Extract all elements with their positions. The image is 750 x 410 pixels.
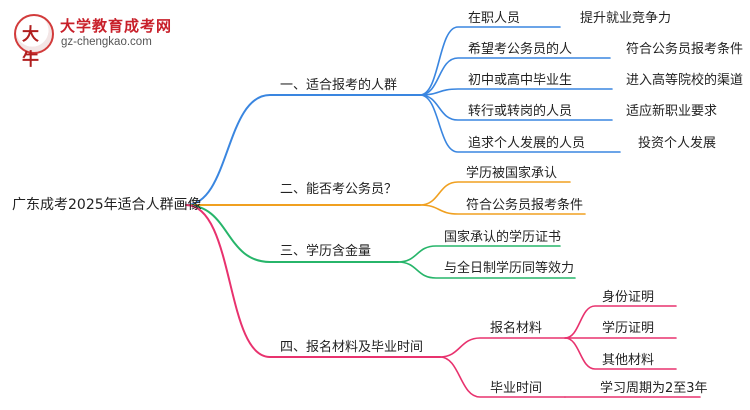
- branch-4-connector: [185, 204, 441, 358]
- branch-1-node-3: 初中或高中毕业生: [468, 73, 573, 88]
- branch-3-child-connector: [397, 261, 576, 279]
- branch-1-connector: [185, 94, 421, 206]
- branch-1-node-1: 在职人员: [468, 11, 521, 26]
- branch-1-node-4-detail: 适应新职业要求: [626, 104, 718, 119]
- branch-2-label: 二、能否考公务员？: [280, 182, 398, 197]
- branch-1-node-2: 希望考公务员的人: [468, 42, 573, 57]
- site-logo[interactable]: 大牛 大学教育成考网 gz-chengkao.com: [8, 12, 198, 70]
- branch-1-child-connector: [419, 94, 613, 121]
- branch-1-node-5-detail: 投资个人发展: [638, 136, 717, 151]
- branch-4-leaf-connector: [564, 305, 677, 339]
- branch-3-connector: [185, 204, 399, 263]
- branch-3-label: 三、学历含金量: [280, 244, 372, 259]
- branch-2-child-connector: [419, 181, 571, 206]
- branch-4-node-1-leaf-1: 身份证明: [602, 290, 655, 305]
- branch-3-node-2: 与全日制学历同等效力: [444, 261, 575, 276]
- branch-2-node-1: 学历被国家承认: [466, 166, 558, 181]
- branch-1-node-3-detail: 进入高等院校的渠道: [626, 73, 744, 88]
- branch-1-node-4: 转行或转岗的人员: [468, 104, 573, 119]
- mindmap-root-node: 广东成考2025年适合人群画像: [12, 197, 202, 213]
- branch-1-label: 一、适合报考的人群: [280, 78, 398, 93]
- branch-3-child-connector: [397, 245, 561, 263]
- branch-1-node-2-detail: 符合公务员报考条件: [626, 42, 744, 57]
- branch-4-node-2-leaf-1: 学习周期为2至3年: [600, 381, 708, 396]
- branch-2-child-connector: [419, 204, 586, 215]
- branch-3-node-1: 国家承认的学历证书: [444, 230, 562, 245]
- branch-2-node-2: 符合公务员报考条件: [466, 198, 584, 213]
- logo-mark-text: 大牛: [22, 25, 39, 70]
- branch-4-node-1: 报名材料: [490, 321, 543, 336]
- branch-4-node-1-leaf-3: 其他材料: [602, 353, 655, 368]
- branch-4-node-1-leaf-2: 学历证明: [602, 321, 655, 336]
- logo-url: gz-chengkao.com: [61, 36, 152, 48]
- branch-4-node-2: 毕业时间: [490, 381, 543, 396]
- logo-emblem-icon: 大牛: [14, 14, 54, 70]
- branch-1-child-connector: [419, 26, 561, 96]
- branch-4-child-connector: [439, 337, 566, 358]
- branch-1-child-connector: [419, 88, 613, 96]
- branch-1-child-connector: [419, 57, 611, 96]
- logo-site-name: 大学教育成考网: [60, 17, 173, 35]
- branch-4-label: 四、报名材料及毕业时间: [280, 340, 424, 355]
- branch-4-leaf-connector: [564, 337, 677, 370]
- branch-1-child-connector: [419, 94, 621, 153]
- branch-1-node-5: 追求个人发展的人员: [468, 136, 586, 151]
- branch-4-child-connector: [439, 356, 566, 398]
- branch-1-node-1-detail: 提升就业竞争力: [580, 11, 672, 26]
